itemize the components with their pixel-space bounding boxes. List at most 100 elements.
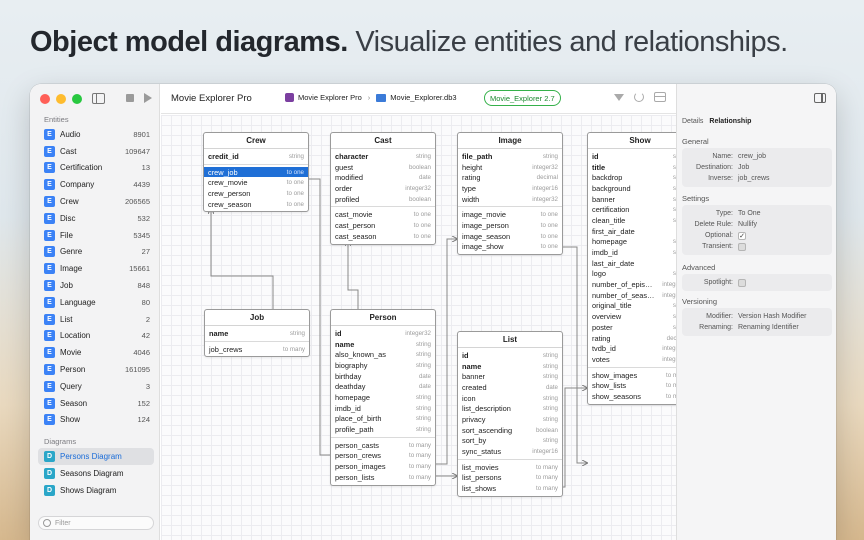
inspector-value[interactable]: crew_job	[738, 153, 767, 160]
attribute-row[interactable]: logostring	[588, 269, 676, 280]
breadcrumb-file[interactable]: Movie_Explorer.db3	[390, 93, 457, 102]
refresh-icon[interactable]	[634, 92, 644, 102]
attribute-row[interactable]: titlestring	[588, 162, 676, 173]
attribute-row[interactable]: last_air_datedate	[588, 258, 676, 269]
attribute-row[interactable]: posterstring	[588, 322, 676, 333]
sidebar-toggle-icon[interactable]	[92, 93, 105, 104]
inspector-value[interactable]: Job	[738, 164, 750, 171]
attribute-row[interactable]: original_titlestring	[588, 301, 676, 312]
play-icon[interactable]	[144, 93, 152, 103]
inspector-toggle-icon[interactable]	[814, 93, 826, 103]
inspector-value[interactable]: Version Hash Modifier	[738, 313, 807, 320]
version-badge[interactable]: Movie_Explorer 2.7	[484, 90, 561, 106]
checkbox[interactable]	[738, 242, 746, 251]
zoom-window-button[interactable]	[72, 94, 82, 104]
attribute-row[interactable]: overviewstring	[588, 311, 676, 322]
inspector-value[interactable]: Nullify	[738, 221, 758, 228]
attribute-row[interactable]: first_air_datedate	[588, 226, 676, 237]
attribute-row[interactable]: certificationstring	[588, 204, 676, 215]
funnel-icon[interactable]	[614, 93, 624, 101]
inspector-value[interactable]: job_crews	[738, 175, 770, 182]
close-window-button[interactable]	[40, 94, 50, 104]
attribute-row[interactable]: clean_titlestring	[588, 215, 676, 226]
attribute-row[interactable]: number_of_epis…integer32	[588, 279, 676, 290]
checkbox[interactable]: ✓	[738, 231, 746, 240]
tab-relationship[interactable]: Relationship	[709, 118, 752, 125]
filter-field[interactable]: Filter	[38, 516, 154, 530]
attribute-row[interactable]: number_of_seas…integer32	[588, 290, 676, 301]
breadcrumb-app[interactable]: Movie Explorer Pro	[298, 93, 362, 102]
inspector-value[interactable]: To One	[738, 210, 761, 217]
